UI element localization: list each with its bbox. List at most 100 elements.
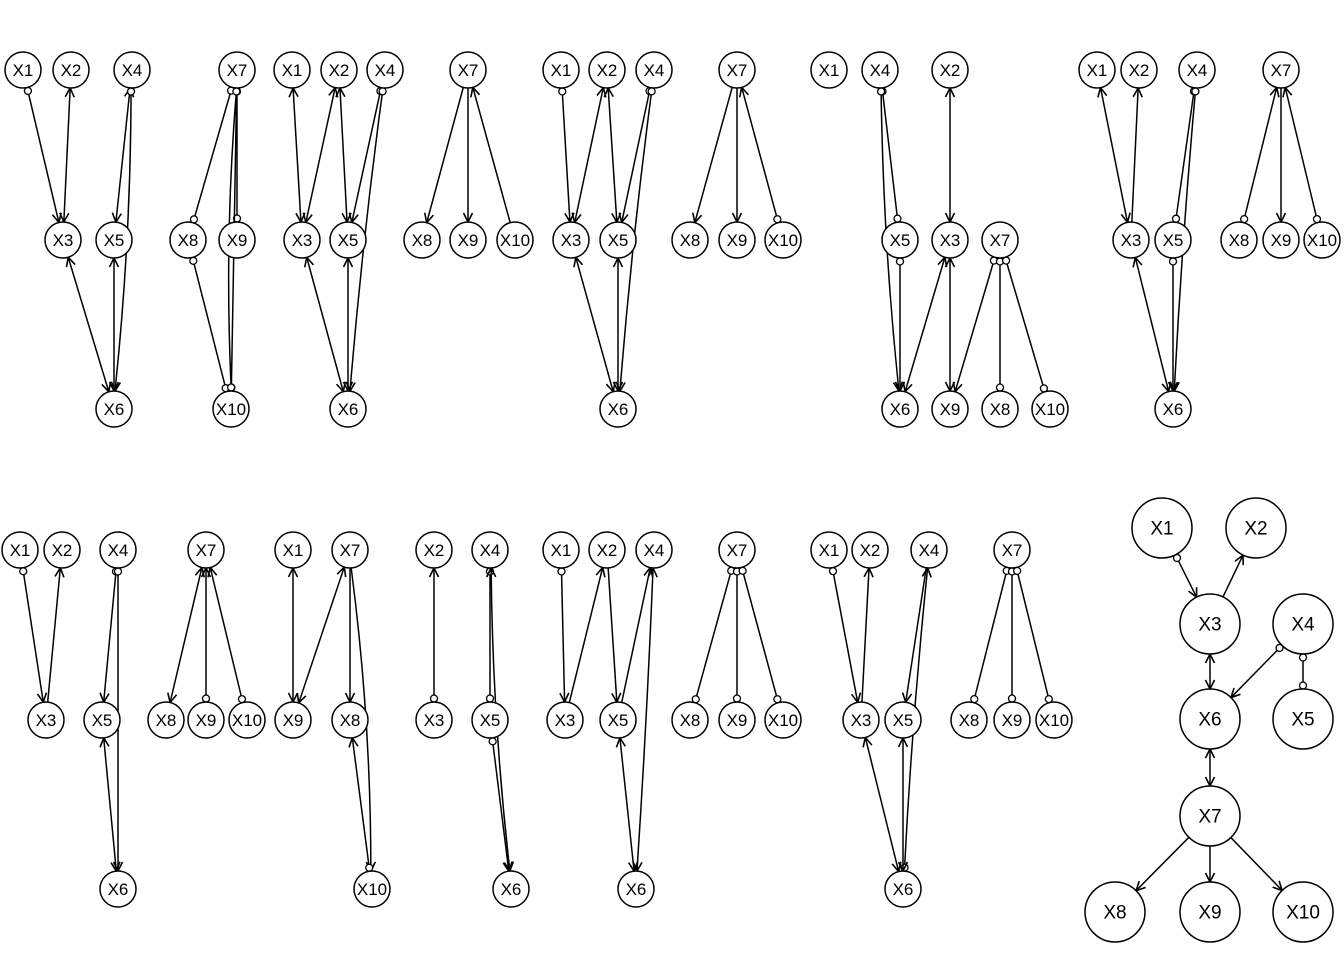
node-label: X10	[232, 711, 262, 730]
node-circle	[599, 221, 637, 259]
edge-line	[305, 87, 336, 223]
node-label: X4	[919, 541, 940, 560]
edge-x3-x2	[1131, 86, 1143, 223]
node-label: X8	[156, 711, 177, 730]
node-label: X9	[1198, 903, 1221, 924]
node-label: X1	[551, 541, 572, 560]
node-label: X6	[104, 400, 125, 419]
circle-endpoint-mark	[378, 87, 387, 96]
node-circle	[931, 221, 969, 259]
node-label: X9	[196, 711, 217, 730]
node-label: X4	[375, 61, 396, 80]
circle-endpoint-mark	[201, 694, 211, 703]
node-circle	[169, 221, 207, 259]
edge-line	[972, 567, 1009, 703]
node-label: X10	[1039, 711, 1069, 730]
edge-x1-x3	[288, 86, 306, 224]
edge-x7-x9	[1007, 567, 1017, 703]
edge-x4-x5	[1298, 653, 1308, 690]
edge-x3-x6	[862, 735, 902, 874]
node-x10: X10	[212, 390, 250, 428]
node-circle	[588, 531, 626, 569]
node-x4: X4	[366, 51, 404, 89]
node-x3: X3	[1112, 221, 1150, 259]
node-circle	[881, 221, 919, 259]
node-circle	[810, 51, 848, 89]
edge-line	[620, 567, 652, 703]
node-circle	[1031, 390, 1069, 428]
node-x4: X4	[1272, 593, 1334, 655]
node-label: X7	[458, 61, 479, 80]
node-x10: X10	[1035, 701, 1073, 739]
node-circle	[1179, 785, 1241, 847]
node-label: X9	[940, 400, 961, 419]
node-circle	[1131, 497, 1193, 559]
node-x8: X8	[1084, 881, 1146, 943]
edge-x1-x3	[23, 86, 62, 225]
node-circle	[617, 870, 655, 908]
edge-line	[694, 567, 733, 703]
edge-x5-x6	[99, 736, 121, 873]
node-circle	[449, 221, 487, 259]
node-circle	[950, 701, 988, 739]
circle-endpoint-mark	[113, 567, 123, 576]
node-x6: X6	[492, 870, 530, 908]
edge-x10-x8	[348, 736, 374, 872]
node-x6: X6	[617, 870, 655, 908]
edge-line	[1174, 87, 1196, 223]
node-circle	[1, 531, 39, 569]
node-x5: X5	[1272, 688, 1334, 750]
node-label: X2	[597, 541, 618, 560]
node-x1: X1	[4, 51, 42, 89]
node-x6: X6	[881, 390, 919, 428]
node-label: X1	[282, 61, 303, 80]
node-x7: X7	[187, 531, 225, 569]
edge-line	[292, 87, 302, 223]
node-circle	[993, 701, 1031, 739]
node-x8: X8	[950, 701, 988, 739]
node-circle	[1178, 51, 1216, 89]
circle-endpoint-mark	[1275, 643, 1284, 653]
node-circle	[884, 870, 922, 908]
node-x10: X10	[1303, 221, 1341, 259]
circle-endpoint-mark	[1171, 214, 1181, 223]
node-x1: X1	[1078, 51, 1116, 89]
node-label: X6	[501, 880, 522, 899]
node-x7: X7	[718, 51, 756, 89]
edge-line	[1015, 567, 1051, 703]
node-circle	[884, 701, 922, 739]
node-circle	[671, 701, 709, 739]
node-x2: X2	[851, 531, 889, 569]
node-x5: X5	[329, 221, 367, 259]
circle-endpoint-mark	[893, 214, 902, 223]
edge-line	[607, 567, 618, 703]
edge-line	[1230, 837, 1283, 891]
node-x4: X4	[635, 531, 673, 569]
node-x8: X8	[671, 221, 709, 259]
node-x5: X5	[884, 701, 922, 739]
node-circle	[718, 531, 756, 569]
node-x9: X9	[187, 701, 225, 739]
node-label: X2	[597, 61, 618, 80]
node-circle	[1272, 688, 1334, 750]
node-circle	[95, 221, 133, 259]
node-label: X7	[1271, 61, 1292, 80]
node-x3: X3	[27, 701, 65, 739]
node-circle	[331, 531, 369, 569]
node-x5: X5	[599, 701, 637, 739]
edge-x8-x10	[189, 256, 230, 393]
node-x10: X10	[1272, 881, 1334, 943]
edge-line	[607, 87, 618, 223]
node-circle	[99, 531, 137, 569]
node-x7: X7	[218, 51, 256, 89]
edge-line	[861, 567, 870, 703]
node-x7: X7	[993, 531, 1031, 569]
edge-line	[306, 257, 344, 392]
node-x10: X10	[764, 221, 802, 259]
node-x10: X10	[1031, 390, 1069, 428]
node-circle	[95, 390, 133, 428]
edge-x9-x7	[296, 565, 347, 705]
edge-x7-x8	[189, 86, 236, 224]
node-circle	[635, 531, 673, 569]
